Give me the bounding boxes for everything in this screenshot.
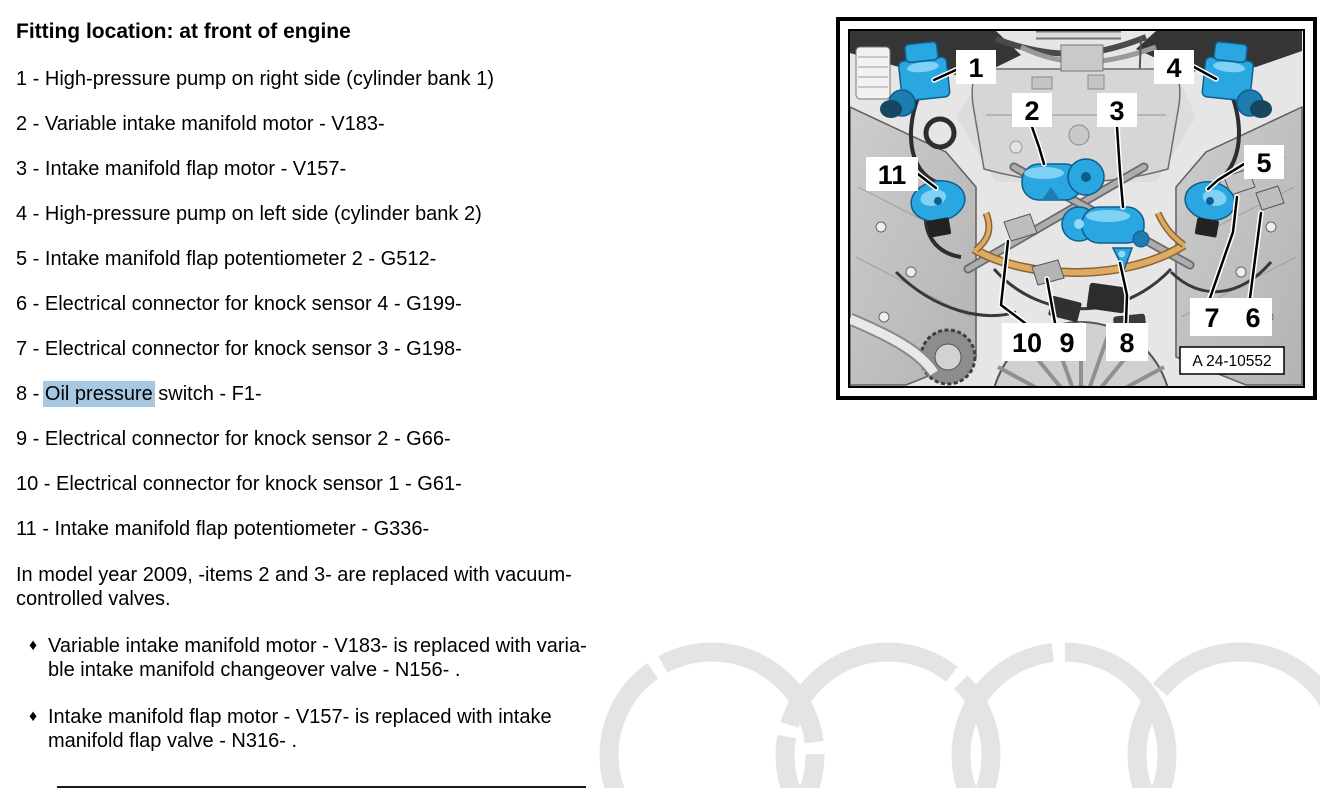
callout-3: 3: [1109, 96, 1124, 126]
page-title: Fitting location: at front of engine: [16, 20, 351, 43]
callout-11: 11: [878, 160, 907, 190]
callout-8: 8: [1119, 328, 1134, 358]
legend-item-8: 8 - Oil pressure switch - F1-: [16, 383, 262, 405]
callout-4: 4: [1166, 53, 1181, 83]
callout-5: 5: [1256, 148, 1271, 178]
component-flap-potentiometer-g336: [910, 180, 966, 238]
component-intake-flap-motor-v157: [1061, 206, 1150, 248]
callout-10: 10: [1012, 328, 1042, 358]
legend-item-1: 1 - High-pressure pump on right side (cy…: [16, 68, 494, 90]
legend-item-6: 6 - Electrical connector for knock senso…: [16, 293, 462, 315]
callout-9: 9: [1059, 328, 1074, 358]
component-flap-potentiometer2-g512: [1184, 181, 1236, 238]
diamond-bullet-icon: ♦: [29, 708, 38, 725]
legend-item-5: 5 - Intake manifold flap potentiometer 2…: [16, 248, 437, 270]
callout-7: 7: [1204, 303, 1219, 333]
component-high-pressure-pump-right: [880, 41, 951, 118]
legend-item-2: 2 - Variable intake manifold motor - V18…: [16, 113, 385, 135]
component-oil-pressure-switch-f1: [1111, 247, 1134, 272]
legend-item-10: 10 - Electrical connector for knock sens…: [16, 473, 462, 495]
legend-item-11: 11 - Intake manifold flap potentiometer …: [16, 518, 430, 540]
bottom-rule: [57, 786, 586, 788]
callout-6: 6: [1245, 303, 1260, 333]
legend-item-3: 3 - Intake manifold flap motor - V157-: [16, 158, 347, 180]
callout-leader-lines: [915, 64, 1264, 326]
legend-item-4: 4 - High-pressure pump on left side (cyl…: [16, 203, 482, 225]
engine-diagram: 1 4 2 3 11 5 10 9 8 7 6 A 24-10552: [836, 17, 1317, 400]
bullet-item-v183: ♦ Variable intake manifold motor - V183-…: [16, 634, 816, 682]
oil-pressure-selection-highlight[interactable]: Oil pressure: [44, 383, 153, 405]
component-intake-manifold-motor-v183: [1021, 158, 1105, 201]
component-high-pressure-pump-left: [1201, 41, 1272, 118]
legend-item-9: 9 - Electrical connector for knock senso…: [16, 428, 451, 450]
callout-1: 1: [968, 53, 983, 83]
content-column: Fitting location: at front of engine 1 -…: [16, 20, 816, 753]
model-year-note: In model year 2009, -items 2 and 3- are …: [16, 564, 572, 610]
legend-item-7: 7 - Electrical connector for knock senso…: [16, 338, 462, 360]
callout-2: 2: [1024, 96, 1039, 126]
audi-rings-watermark: [599, 642, 1320, 788]
bullet-item-v157: ♦ Intake manifold flap motor - V157- is …: [16, 705, 816, 753]
svg-text:A 24-10552: A 24-10552: [1192, 353, 1271, 370]
diagram-ref-label: A 24-10552: [1179, 346, 1285, 375]
diamond-bullet-icon: ♦: [29, 637, 38, 654]
callout-labels: 1 4 2 3 11 5 10 9 8 7 6: [866, 50, 1284, 361]
